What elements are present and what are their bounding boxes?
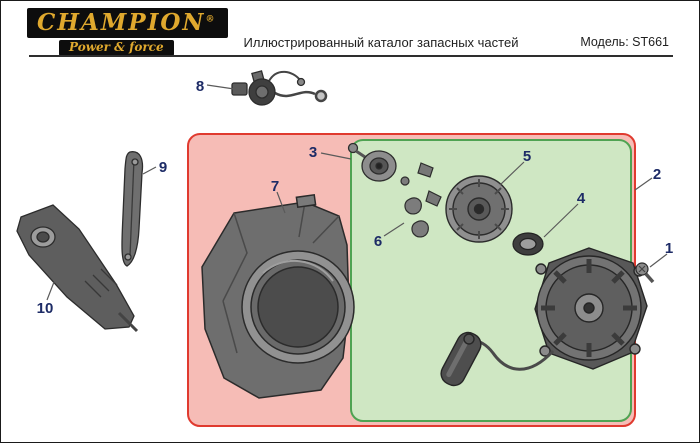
part-labels: 1 2 3 4 5 6 7 8 9 10	[37, 78, 674, 317]
part-label-7: 7	[271, 178, 279, 195]
model-caption: Модель:	[580, 35, 629, 49]
part-6-illustration	[400, 162, 442, 238]
part-8-illustration	[231, 70, 328, 106]
part-label-5: 5	[523, 148, 531, 165]
part-label-2: 2	[653, 166, 661, 183]
part-10-illustration	[16, 204, 139, 333]
part-9-illustration	[121, 151, 144, 267]
catalog-title: Иллюстрированный каталог запасных частей	[243, 35, 519, 50]
part-label-6: 6	[374, 233, 382, 250]
champion-logo: CHAMPION® Power & force	[27, 8, 229, 56]
part-4-illustration	[512, 232, 544, 256]
part-3-illustration	[347, 142, 397, 182]
part-1-illustration	[635, 262, 655, 284]
logo-wordmark: CHAMPION®	[27, 8, 229, 39]
registered-mark-icon: ®	[205, 14, 215, 25]
part-7-illustration	[201, 193, 355, 399]
part-label-3: 3	[309, 144, 317, 161]
header-divider	[29, 55, 673, 57]
part-label-4: 4	[577, 190, 586, 207]
part-label-1: 1	[665, 240, 673, 257]
logo-text: CHAMPION	[37, 9, 206, 36]
logo-tagline: Power & force	[59, 40, 174, 56]
part-label-10: 10	[37, 300, 54, 317]
part-5-illustration	[445, 175, 513, 243]
page-header: CHAMPION® Power & force Иллюстрированный…	[1, 1, 699, 57]
part-2-illustration	[440, 247, 648, 387]
part-label-9: 9	[159, 159, 167, 176]
leader-lines	[46, 84, 668, 301]
part-label-8: 8	[196, 78, 204, 95]
model-label: Модель: ST661	[580, 35, 669, 49]
model-value: ST661	[632, 35, 669, 49]
